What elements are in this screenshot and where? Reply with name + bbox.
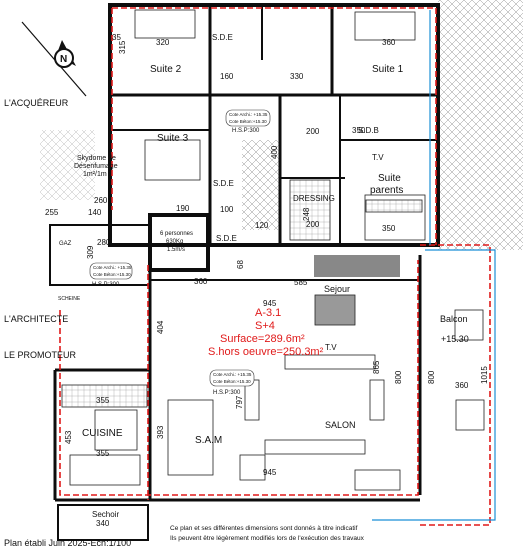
skydome-3: 1m²/1m bbox=[83, 171, 107, 178]
svg-text:797: 797 bbox=[235, 395, 244, 409]
gaz-label: GAZ bbox=[59, 241, 72, 247]
svg-text:Cote Béton:+15.30: Cote Béton:+15.30 bbox=[229, 119, 267, 124]
furniture bbox=[61, 9, 485, 491]
svg-text:400: 400 bbox=[270, 145, 279, 159]
room-suite3: Suite 3 bbox=[157, 133, 189, 144]
svg-text:945: 945 bbox=[263, 299, 277, 308]
svg-text:140: 140 bbox=[88, 208, 102, 217]
svg-text:68: 68 bbox=[236, 260, 245, 269]
svg-text:355: 355 bbox=[96, 449, 110, 458]
svg-text:160: 160 bbox=[220, 72, 234, 81]
svg-text:360: 360 bbox=[194, 277, 208, 286]
svg-text:585: 585 bbox=[294, 278, 308, 287]
north-arrow-icon: N bbox=[21, 21, 87, 97]
balcony-railing bbox=[372, 10, 496, 521]
room-sam: S.A.M bbox=[195, 435, 222, 446]
svg-text:Cote Archi.: +15.35: Cote Archi.: +15.35 bbox=[229, 112, 268, 117]
dimension-labels: 320 360 315 35 160 330 200 200 350 350 4… bbox=[45, 33, 489, 528]
apartment-hors-oeuvre: S.hors oeuvre=250.3m² bbox=[208, 346, 324, 358]
room-suite-parents-1: Suite bbox=[378, 173, 401, 184]
svg-text:N: N bbox=[60, 54, 67, 65]
svg-text:340: 340 bbox=[96, 519, 110, 528]
lift-2: 630Kg bbox=[166, 239, 183, 245]
technical-shaft bbox=[314, 255, 400, 277]
room-balcon: Balcon bbox=[440, 314, 468, 324]
plan-date: Plan établi Juin 2025-Ech:1/100 bbox=[4, 538, 131, 548]
svg-text:800: 800 bbox=[427, 370, 436, 384]
svg-text:330: 330 bbox=[290, 72, 304, 81]
room-suite1: Suite 1 bbox=[372, 64, 404, 75]
svg-text:393: 393 bbox=[156, 425, 165, 439]
svg-text:Cote Archi.: +15.35: Cote Archi.: +15.35 bbox=[213, 372, 252, 377]
cote-note-top: Cote Archi.: +15.35 Cote Béton:+15.30 H.… bbox=[225, 109, 271, 134]
stair-core bbox=[242, 140, 280, 230]
left-hatch bbox=[40, 130, 95, 200]
svg-text:H.S.P:300: H.S.P:300 bbox=[213, 390, 241, 396]
room-sde-1: S.D.E bbox=[212, 33, 233, 42]
svg-text:1015: 1015 bbox=[480, 366, 489, 384]
svg-text:350: 350 bbox=[382, 224, 396, 233]
svg-text:350: 350 bbox=[352, 126, 366, 135]
svg-text:190: 190 bbox=[176, 204, 190, 213]
room-sde-3: S.D.E bbox=[216, 234, 237, 243]
lift-3: 1.5m/s bbox=[167, 247, 185, 253]
room-sde-2: S.D.E bbox=[213, 179, 234, 188]
room-salon: SALON bbox=[325, 420, 356, 430]
architecte-label: L'ARCHITECTE bbox=[4, 314, 68, 324]
walls bbox=[49, 3, 440, 541]
skydome-2: Désenfumage bbox=[74, 163, 118, 170]
lift-1: 6 personnes bbox=[160, 231, 193, 237]
disclaimer-line-2: Ils peuvent être légèrement modifiés lor… bbox=[170, 535, 365, 542]
cote-note-left: Cote Archi.: +15.35 Cote Béton:+15.30 H.… bbox=[89, 262, 133, 288]
svg-text:360: 360 bbox=[382, 38, 396, 47]
svg-text:120: 120 bbox=[255, 221, 269, 230]
cote-note-center: Cote Archi.: +15.35 Cote Béton:+15.30 H.… bbox=[209, 369, 255, 396]
room-suite2: Suite 2 bbox=[150, 64, 182, 75]
svg-text:865: 865 bbox=[372, 360, 381, 374]
scheine-label: SCHEINE bbox=[58, 296, 81, 302]
svg-text:280: 280 bbox=[97, 238, 111, 247]
room-sdb: S.D.B bbox=[358, 126, 379, 135]
svg-text:320: 320 bbox=[156, 38, 170, 47]
svg-text:945: 945 bbox=[263, 468, 277, 477]
svg-text:360: 360 bbox=[455, 381, 469, 390]
svg-text:453: 453 bbox=[64, 430, 73, 444]
apartment-surface: Surface=289.6m² bbox=[220, 333, 305, 345]
room-dressing: DRESSING bbox=[293, 194, 335, 203]
svg-text:200: 200 bbox=[306, 220, 320, 229]
svg-text:260: 260 bbox=[94, 196, 108, 205]
svg-text:255: 255 bbox=[45, 208, 59, 217]
room-cuisine: CUISINE bbox=[82, 428, 123, 439]
room-sechoir: Sechoir bbox=[92, 510, 119, 519]
svg-text:248: 248 bbox=[302, 207, 311, 221]
room-suite-parents-2: parents bbox=[370, 185, 403, 196]
disclaimer-line-1: Ce plan et ses différentes dimensions so… bbox=[170, 525, 358, 532]
svg-text:35: 35 bbox=[112, 33, 121, 42]
promoteur-label: LE PROMOTEUR bbox=[4, 350, 77, 360]
svg-text:H.S.P:300: H.S.P:300 bbox=[232, 128, 260, 134]
svg-text:H.S.P:300: H.S.P:300 bbox=[92, 282, 120, 288]
svg-text:315: 315 bbox=[118, 40, 127, 54]
apartment-ref: A-3.1 bbox=[255, 307, 281, 319]
balcon-level: +15.30 bbox=[441, 334, 469, 344]
svg-text:309: 309 bbox=[86, 245, 95, 259]
svg-text:355: 355 bbox=[96, 396, 110, 405]
neighbour-hatch bbox=[438, 0, 523, 250]
svg-text:Cote Archi.: +15.35: Cote Archi.: +15.35 bbox=[93, 265, 132, 270]
room-sejour: Sejour bbox=[324, 284, 350, 294]
surface-boundary bbox=[59, 7, 491, 526]
svg-text:100: 100 bbox=[220, 205, 234, 214]
svg-text:404: 404 bbox=[156, 320, 165, 334]
svg-text:200: 200 bbox=[306, 127, 320, 136]
svg-text:800: 800 bbox=[394, 370, 403, 384]
room-tv: T.V bbox=[325, 343, 337, 352]
acquereur-label: L'ACQUÉREUR bbox=[4, 98, 69, 108]
svg-text:Cote Béton:+15.30: Cote Béton:+15.30 bbox=[213, 379, 251, 384]
room-tv-parents: T.V bbox=[372, 153, 384, 162]
skydome-1: Skydome de bbox=[77, 155, 116, 162]
apartment-floor: S+4 bbox=[255, 320, 275, 332]
svg-text:Cote Béton:+15.30: Cote Béton:+15.30 bbox=[93, 272, 131, 277]
